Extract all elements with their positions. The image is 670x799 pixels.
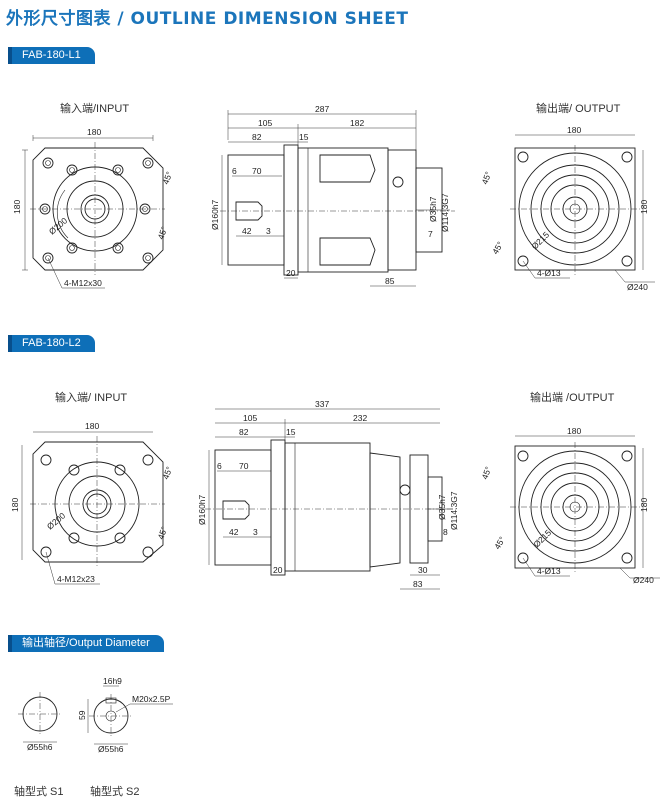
dim-dia: Ø240 (633, 575, 654, 585)
dim-angle: 45° (479, 170, 493, 186)
dim-total: 287 (315, 104, 329, 114)
shaft-s2-view: 16h9 59 M20x2.5P Ø55h6 (77, 676, 173, 754)
dim-3: 3 (253, 527, 258, 537)
output-flange-view-l1: 180 180 45° 45° Ø215 4-Ø13 Ø240 (479, 125, 655, 292)
dim-angle: 45° (160, 170, 174, 186)
dim-70: 70 (252, 166, 262, 176)
dim-height: 180 (12, 200, 22, 214)
shaft-s1-view: Ø55h6 (18, 692, 62, 752)
output-label-l2: 输出端 /OUTPUT (530, 392, 615, 404)
dim-42: 42 (229, 527, 239, 537)
dim-70: 70 (239, 461, 249, 471)
input-label-l1: 输入端/INPUT (60, 103, 130, 115)
dim-dia35: Ø35h7 (437, 494, 447, 520)
dim-thread: M20x2.5P (132, 694, 171, 704)
dim-holes: 4-Ø13 (537, 268, 561, 278)
dim-8: 8 (443, 527, 448, 537)
dim-height: 180 (639, 200, 649, 214)
dim-angle-2: 45° (155, 225, 169, 241)
dim-pcd: Ø200 (47, 215, 70, 236)
side-view-l2: 337 105 232 82 15 70 6 Ø160h7 42 3 20 30… (197, 399, 459, 590)
dim-6: 6 (217, 461, 222, 471)
dim-82: 82 (252, 132, 262, 142)
shaft-tag: 输出轴径/Output Diameter (8, 635, 164, 652)
page-title: 外形尺寸图表 / OUTLINE DIMENSION SHEET (6, 9, 409, 29)
dim-20: 20 (273, 565, 283, 575)
bolt-holes (39, 157, 154, 264)
dim-width: 180 (87, 127, 101, 137)
dim-182: 182 (350, 118, 364, 128)
dim-pcd: Ø200 (45, 510, 68, 531)
model-tag-l1: FAB-180-L1 (8, 47, 95, 64)
dim-dia160: Ø160h7 (210, 199, 220, 230)
dim-holes: 4-Ø13 (537, 566, 561, 576)
dim-dia160: Ø160h7 (197, 494, 207, 525)
dim-dia114: Ø114.3G7 (440, 193, 450, 232)
dim-total: 337 (315, 399, 329, 409)
dim-dia: Ø240 (627, 282, 648, 292)
dim-width: 180 (85, 421, 99, 431)
dim-angle: 45° (479, 465, 493, 481)
dim-3: 3 (266, 226, 271, 236)
dim-angle-2: 45° (490, 240, 505, 256)
dim-width: 180 (567, 125, 581, 135)
shaft-s1-label: 轴型式 S1 (14, 786, 64, 798)
dim-holes: 4-M12x30 (64, 278, 102, 288)
dim-6: 6 (232, 166, 237, 176)
dim-30: 30 (418, 565, 428, 575)
output-label-l1: 输出端/ OUTPUT (536, 103, 621, 115)
dim-105: 105 (243, 413, 257, 423)
dim-83: 83 (413, 579, 423, 589)
shaft-s2-label: 轴型式 S2 (90, 786, 140, 798)
dim-20: 20 (286, 268, 296, 278)
dim-232: 232 (353, 413, 367, 423)
dim-pcd: Ø215 (531, 527, 553, 549)
model-tag-l2: FAB-180-L2 (8, 335, 95, 352)
output-flange-view-l2: 180 180 45° 45° Ø215 4-Ø13 Ø240 (479, 426, 660, 585)
dim-angle-2: 45° (155, 525, 169, 541)
dim-height: 180 (639, 498, 649, 512)
dim-dia114: Ø114.3G7 (449, 491, 459, 530)
dim-dia35: Ø35h7 (428, 196, 438, 222)
dim-15: 15 (299, 132, 309, 142)
dim-height: 59 (77, 710, 87, 720)
input-label-l2: 输入端/ INPUT (55, 392, 128, 404)
dim-width: 180 (567, 426, 581, 436)
dim-7: 7 (428, 229, 433, 239)
dim-dia: Ø55h6 (27, 742, 53, 752)
dim-angle-2: 45° (492, 535, 507, 551)
input-flange-view-l2: 180 180 Ø200 45° 45° 4-M12x23 (10, 421, 174, 585)
dim-42: 42 (242, 226, 252, 236)
dim-105: 105 (258, 118, 272, 128)
side-view-l1: 287 105 182 82 15 70 6 Ø160h7 42 3 20 85… (210, 104, 455, 287)
dim-pcd: Ø215 (529, 229, 551, 251)
dim-height: 180 (10, 498, 20, 512)
dim-key: 16h9 (103, 676, 122, 686)
dim-angle: 45° (160, 465, 174, 481)
input-flange-view-l1: 180 180 Ø200 45° 45° 4-M12x30 (12, 127, 174, 289)
dim-holes: 4-M12x23 (57, 574, 95, 584)
dim-15: 15 (286, 427, 296, 437)
dim-85: 85 (385, 276, 395, 286)
dim-82: 82 (239, 427, 249, 437)
dim-dia: Ø55h6 (98, 744, 124, 754)
